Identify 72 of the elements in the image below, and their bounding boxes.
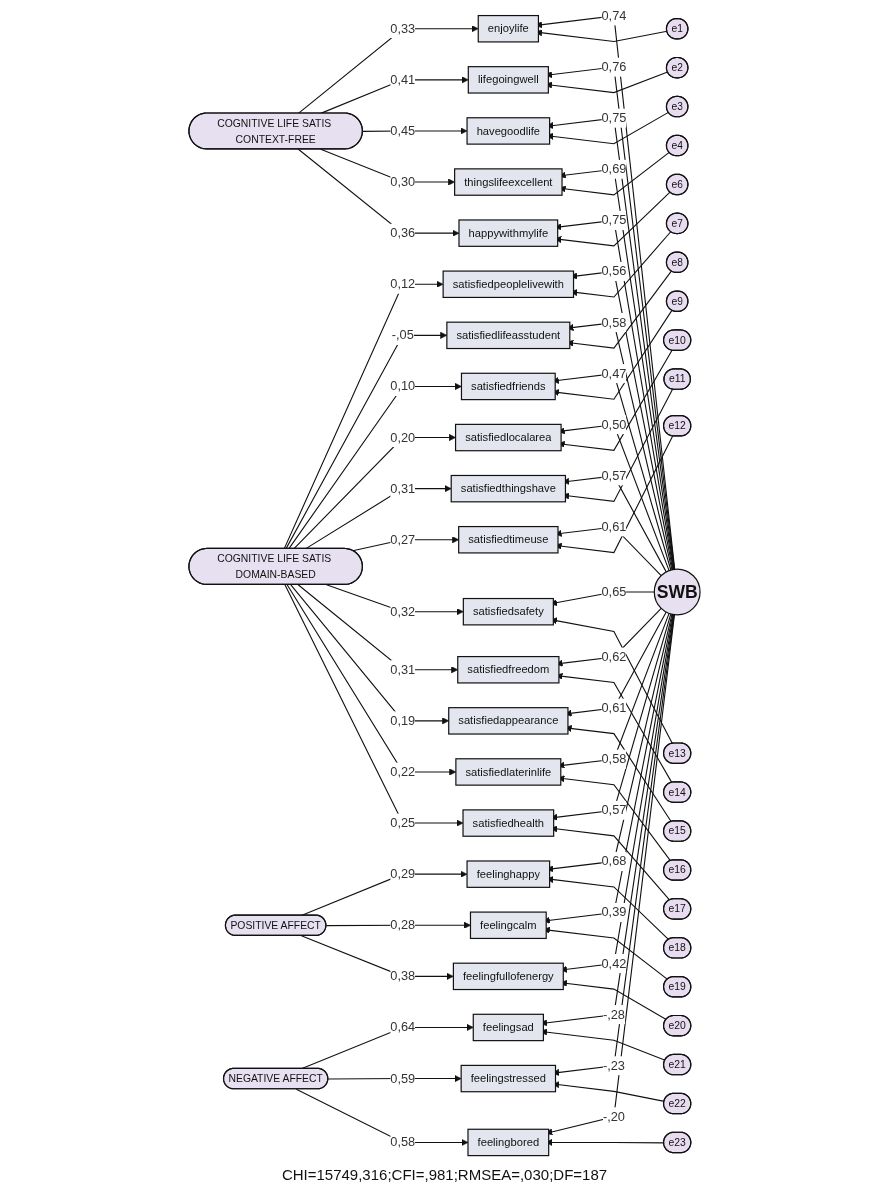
edge-label: 0,59 [390, 1071, 416, 1085]
edge-label: 0,61 [601, 519, 627, 534]
edge-label: 0,74 [601, 8, 627, 23]
edge-label: 0,42 [601, 956, 627, 970]
node-box: satisfiedlifeasstudent [446, 321, 571, 350]
edge-label: 0,45 [390, 123, 416, 138]
edge-label: 0,76 [601, 59, 627, 74]
node-box: satisfiedsafety [462, 597, 554, 626]
node-box: feelingcalm [469, 911, 547, 940]
node-box: enjoylife [477, 14, 540, 43]
node-circle: SWB [653, 568, 701, 616]
edge-label: 0,57 [601, 468, 627, 483]
edge-label: -,23 [602, 1058, 625, 1073]
edge-label: 0,31 [390, 662, 416, 677]
edge-label: 0,33 [390, 21, 416, 36]
edge-label: 0,58 [601, 315, 627, 329]
node-box: lifegoingwell [467, 66, 549, 94]
edge-label: 0,36 [390, 225, 416, 240]
edge-label: 0,56 [601, 264, 627, 278]
edge-label: 0,29 [390, 866, 416, 881]
arrow [293, 434, 456, 550]
edge-label: 0,57 [601, 803, 627, 817]
edge-label: -,28 [602, 1007, 625, 1022]
edge-label: 0,12 [390, 277, 416, 291]
node-box: happywithmylife [458, 219, 559, 247]
node-box: satisfiedthingshave [450, 474, 567, 503]
edge-label: 0,27 [390, 532, 416, 547]
edge-label: 0,31 [390, 481, 416, 496]
edge-label: 0,19 [390, 713, 416, 728]
node-box: satisfiedfreedom [457, 656, 560, 684]
edge-label: -,05 [391, 328, 414, 342]
node-box: feelingstressed [460, 1064, 557, 1093]
edge-label: 0,50 [601, 417, 627, 432]
edge-label: 0,64 [390, 1020, 416, 1034]
edge-label: 0,39 [601, 905, 627, 919]
edge-label: 0,75 [601, 213, 627, 227]
edge-label: 0,58 [601, 752, 627, 766]
node-box: feelinghappy [466, 860, 551, 888]
arrow [286, 584, 457, 776]
edge-label: 0,68 [601, 854, 627, 868]
node-box: satisfiedlocalarea [454, 423, 562, 452]
edge-label: 0,41 [390, 72, 416, 87]
edge-label: 0,69 [601, 162, 627, 176]
node-box: feelingsad [472, 1013, 544, 1042]
arrow [283, 280, 444, 550]
edge-label: 0,10 [390, 379, 416, 393]
node-box: feelingfullofenergy [452, 962, 564, 991]
edge-label: 0,61 [601, 700, 627, 715]
edge-label: 0,62 [601, 649, 627, 664]
node-box: feelingbored [467, 1128, 550, 1157]
node-box: satisfiedhealth [462, 809, 555, 837]
edge-label: 0,28 [390, 918, 416, 932]
edge-label: 0,32 [390, 604, 416, 619]
edge-label: -,20 [602, 1109, 625, 1124]
edge-label: 0,38 [390, 969, 416, 983]
edge-label: 0,20 [390, 430, 416, 444]
node-box: satisfiedlaterinlife [455, 758, 562, 786]
edge-label: 0,65 [601, 584, 627, 599]
edge-label: 0,22 [390, 764, 416, 779]
edge-label: 0,75 [601, 110, 627, 125]
node-box: satisfiedpeoplelivewith [442, 270, 575, 299]
node-box: thingslifeexcellent [454, 168, 563, 196]
node-box: satisfiedtimeuse [458, 525, 559, 554]
arrow [304, 485, 452, 550]
node-box: satisfiedfriends [460, 372, 556, 401]
node-box: havegoodlife [466, 117, 551, 145]
edge-label: 0,47 [601, 366, 627, 381]
edge-label: 0,25 [390, 815, 416, 830]
caption: CHI=15749,316;CFI=,981;RMSEA=,030;DF=187 [281, 1165, 608, 1185]
node-box: satisfiedappearance [448, 707, 569, 735]
edge-label: 0,58 [390, 1135, 416, 1149]
edge-label: 0,30 [390, 174, 416, 189]
